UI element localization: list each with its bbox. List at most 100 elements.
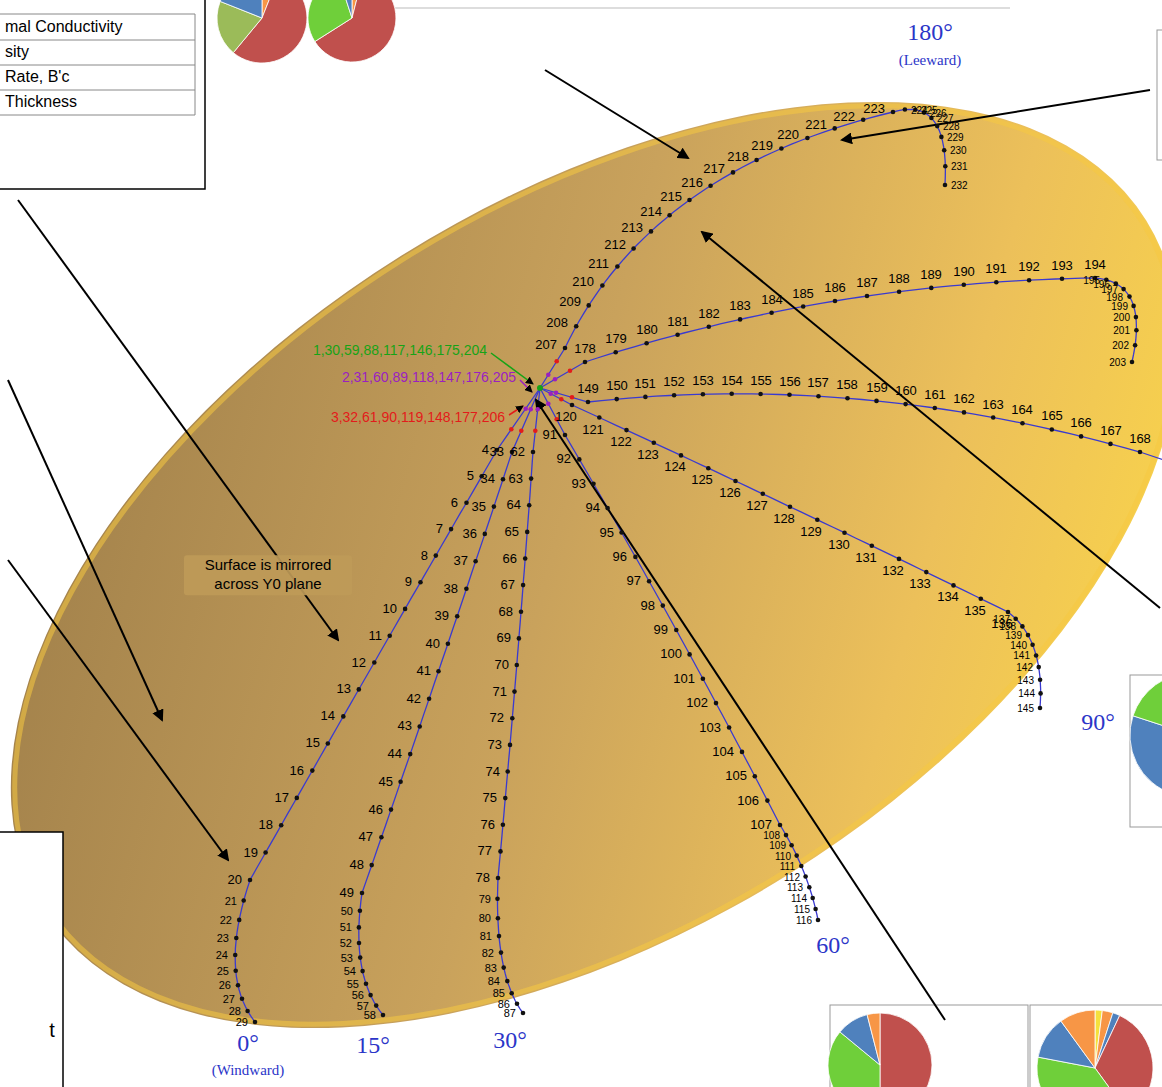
surface-point xyxy=(674,628,679,633)
table-grid xyxy=(0,14,195,115)
point-number: 29 xyxy=(236,1016,248,1028)
surface-point xyxy=(563,433,568,438)
surface-point xyxy=(586,303,591,308)
surface-point xyxy=(496,876,501,881)
surface-point xyxy=(525,530,530,535)
surface-point xyxy=(935,124,940,129)
point-number: 223 xyxy=(863,102,885,116)
point-number: 79 xyxy=(479,893,491,905)
point-number: 182 xyxy=(698,307,720,321)
point-number: 15 xyxy=(306,736,320,750)
point-number: 213 xyxy=(621,221,643,235)
surface-point xyxy=(754,158,759,163)
point-number: 141 xyxy=(1013,650,1030,661)
surface-point xyxy=(769,310,774,315)
surface-point xyxy=(933,406,938,411)
surface-point xyxy=(528,407,533,412)
surface-point xyxy=(805,136,810,141)
surface-point xyxy=(816,394,821,399)
surface-point xyxy=(679,453,684,458)
point-number: 36 xyxy=(463,527,477,541)
surface-point xyxy=(519,610,524,615)
surface-point xyxy=(799,864,804,869)
table-cell: Thickness xyxy=(5,93,77,111)
point-number: 12 xyxy=(352,656,366,670)
point-number: 46 xyxy=(369,803,383,817)
point-number: 144 xyxy=(1018,688,1035,699)
meridian-line xyxy=(540,278,1136,388)
surface-point xyxy=(501,965,506,970)
point-number: 166 xyxy=(1070,416,1092,430)
surface-point xyxy=(583,360,588,365)
surface-point xyxy=(789,843,794,848)
surface-point xyxy=(495,897,500,902)
angle-label: 0° xyxy=(237,1030,259,1056)
point-number: 159 xyxy=(866,381,888,395)
surface-point xyxy=(897,289,902,294)
point-number: 51 xyxy=(340,921,352,933)
angle-label: 15° xyxy=(356,1032,390,1058)
table-cell: mal Conductivity xyxy=(5,18,122,36)
point-number: 145 xyxy=(1017,703,1034,714)
surface-point xyxy=(492,504,497,509)
surface-point xyxy=(529,476,534,481)
surface-point xyxy=(788,505,793,510)
surface-point xyxy=(672,393,677,398)
surface-point xyxy=(891,110,896,115)
meridian-line xyxy=(498,388,541,1013)
point-number: 19 xyxy=(244,846,258,860)
point-number: 108 xyxy=(763,830,780,841)
surface-point xyxy=(455,614,460,619)
surface-point xyxy=(577,457,582,462)
point-number: 179 xyxy=(605,332,627,346)
point-number: 91 xyxy=(543,428,557,442)
point-number: 33 xyxy=(490,445,504,459)
pie-slice xyxy=(308,0,352,42)
point-number: 65 xyxy=(505,525,519,539)
point-number: 81 xyxy=(480,930,492,942)
point-number: 11 xyxy=(369,629,383,643)
surface-point xyxy=(733,479,738,484)
point-number: 215 xyxy=(660,190,682,204)
surface-point xyxy=(1133,343,1138,348)
surface-point xyxy=(816,918,821,923)
point-number: 54 xyxy=(344,965,356,977)
surface-point xyxy=(533,428,538,433)
surface-point xyxy=(833,299,838,304)
surface-point xyxy=(586,400,591,405)
surface-point xyxy=(574,324,579,329)
point-number: 95 xyxy=(600,526,614,540)
point-number: 84 xyxy=(488,975,500,987)
surface-point xyxy=(403,607,408,612)
point-number: 142 xyxy=(1016,662,1033,673)
surface-point xyxy=(357,941,362,946)
point-number: 126 xyxy=(719,486,741,500)
surface-point xyxy=(615,264,620,269)
point-number: 77 xyxy=(478,844,492,858)
point-group-label: 1,30,59,88,117,146,175,204 xyxy=(313,343,487,358)
point-number: 13 xyxy=(337,682,351,696)
point-number: 10 xyxy=(383,602,397,616)
surface-point xyxy=(845,396,850,401)
meridian-line xyxy=(235,388,540,1022)
surface-point xyxy=(236,983,241,988)
point-number: 129 xyxy=(800,525,822,539)
surface-point xyxy=(865,294,870,299)
surface-point xyxy=(643,395,648,400)
surface-point xyxy=(554,359,559,364)
surface-point xyxy=(784,833,789,838)
surface-point xyxy=(614,397,619,402)
point-number: 9 xyxy=(405,575,412,589)
surface-point xyxy=(708,183,713,188)
point-number: 113 xyxy=(787,882,803,893)
surface-point xyxy=(497,934,502,939)
surface-point xyxy=(701,392,706,397)
surface-point xyxy=(832,126,837,131)
surface-point xyxy=(1026,633,1031,638)
surface-point xyxy=(1130,360,1135,365)
point-number: 154 xyxy=(721,374,743,388)
point-number: 40 xyxy=(426,637,440,651)
point-number: 72 xyxy=(490,711,504,725)
surface-point xyxy=(358,955,363,960)
surface-point xyxy=(727,725,732,730)
